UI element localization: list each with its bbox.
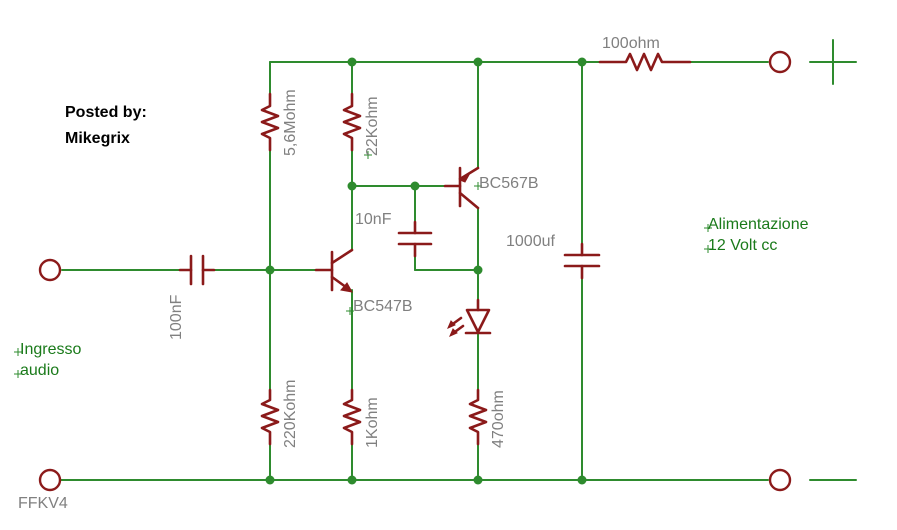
capacitor-100nf [178,254,216,286]
resistor-22k [342,92,362,152]
label-capacitor-1000uf: 1000uf [506,233,555,250]
wires [59,39,857,481]
junction-dot [347,57,357,67]
junction-dot [473,57,483,67]
junction-dot [473,475,483,485]
resistor-220k [260,388,280,446]
junction-dot [265,265,275,275]
label-supply-line2: 12 Volt cc [708,237,777,254]
transistor-bc547b [314,248,354,293]
junction-dot [265,475,275,485]
junction-dot [473,265,483,275]
resistor-1k [342,388,362,446]
junction-dot [577,475,587,485]
resistor-470 [468,388,488,446]
label-capacitor-100nf: 100nF [168,294,185,340]
label-supply-line1: Alimentazione [708,216,809,233]
label-resistor-1k: 1Kohm [364,397,381,448]
label-resistor-220k: 220Kohm [282,380,299,449]
label-capacitor-10nf: 10nF [355,211,392,228]
terminals [38,50,792,492]
junctions [265,57,587,485]
label-resistor-22k: 22Kohm [364,96,381,156]
labels: Posted by: Mikegrix 100ohm 5,6Mohm 22Koh… [18,35,809,512]
terminal-supply-minus [768,468,792,492]
capacitor-10nf [397,220,433,258]
resistor-5m6 [260,92,280,152]
terminal-input-audio [38,258,62,282]
label-resistor-supply: 100ohm [602,35,660,52]
label-input-line1: Ingresso [20,341,81,358]
label-footer: FFKV4 [18,495,68,512]
led-diode [447,298,492,337]
junction-dot [577,57,587,67]
label-resistor-5m6: 5,6Mohm [282,89,299,156]
resistors [260,52,692,446]
capacitors [178,220,601,286]
label-resistor-470: 470ohm [490,390,507,448]
author-line2: Mikegrix [65,130,130,147]
label-input-line2: audio [20,362,59,379]
label-transistor-q2: BC567B [479,175,539,192]
terminal-input-ground [38,468,62,492]
capacitor-1000uf [563,242,601,280]
resistor-supply-100ohm [598,52,692,72]
terminal-supply-plus [768,50,792,74]
junction-dot [347,181,357,191]
label-markers [14,151,712,378]
label-transistor-q1: BC547B [353,298,413,315]
junction-dot [347,475,357,485]
transistor-bc567b [443,166,480,210]
author-line1: Posted by: [65,104,147,121]
junction-dot [410,181,420,191]
